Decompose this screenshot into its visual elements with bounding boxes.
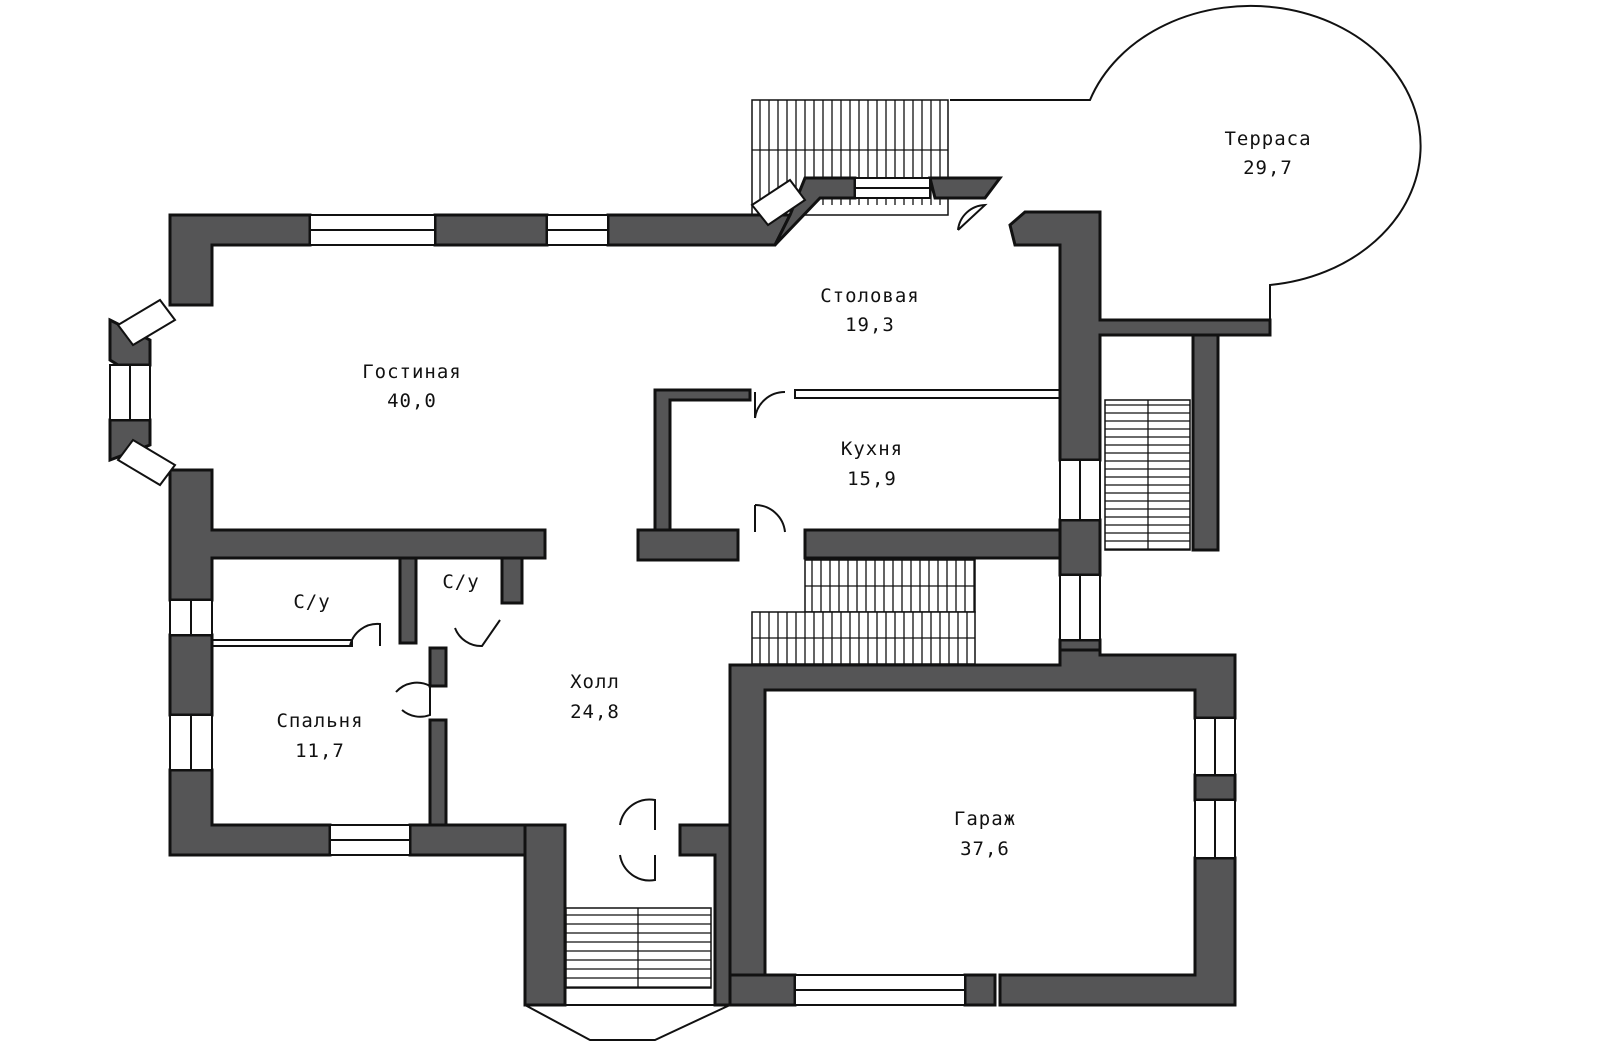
svg-text:24,8: 24,8 bbox=[570, 701, 620, 723]
svg-text:40,0: 40,0 bbox=[387, 390, 437, 412]
room-label-terrace: Терраса 29,7 bbox=[1224, 128, 1311, 179]
svg-text:15,9: 15,9 bbox=[847, 468, 897, 490]
room-label-garage: Гараж 37,6 bbox=[954, 808, 1016, 860]
svg-text:29,7: 29,7 bbox=[1243, 157, 1293, 179]
walls bbox=[108, 176, 1272, 1041]
room-label-bedroom: Спальня 11,7 bbox=[276, 710, 363, 762]
terrace-outline bbox=[950, 4, 1422, 325]
svg-text:Гараж: Гараж bbox=[954, 808, 1016, 830]
svg-text:Терраса: Терраса bbox=[1224, 128, 1311, 150]
stairs-entrance bbox=[565, 907, 712, 989]
room-label-wc2: С/у bbox=[442, 571, 479, 593]
svg-text:С/у: С/у bbox=[442, 571, 479, 593]
room-label-kitchen: Кухня 15,9 bbox=[841, 438, 903, 490]
room-label-hall: Холл 24,8 bbox=[570, 671, 620, 723]
room-label-living: Гостиная 40,0 bbox=[362, 361, 462, 412]
room-label-wc1: С/у bbox=[293, 591, 330, 613]
svg-text:11,7: 11,7 bbox=[295, 740, 345, 762]
windows bbox=[109, 177, 1236, 1006]
svg-text:Кухня: Кухня bbox=[841, 438, 903, 460]
stairs-right bbox=[1104, 399, 1191, 551]
doors bbox=[349, 203, 988, 882]
svg-text:Холл: Холл bbox=[570, 671, 620, 693]
svg-text:37,6: 37,6 bbox=[960, 838, 1010, 860]
svg-text:19,3: 19,3 bbox=[845, 314, 895, 336]
room-label-dining: Столовая 19,3 bbox=[820, 285, 920, 336]
svg-text:С/у: С/у bbox=[293, 591, 330, 613]
svg-text:Гостиная: Гостиная bbox=[362, 361, 462, 383]
stairs-center bbox=[751, 559, 976, 665]
svg-text:Спальня: Спальня bbox=[276, 710, 363, 732]
svg-text:Столовая: Столовая bbox=[820, 285, 920, 307]
